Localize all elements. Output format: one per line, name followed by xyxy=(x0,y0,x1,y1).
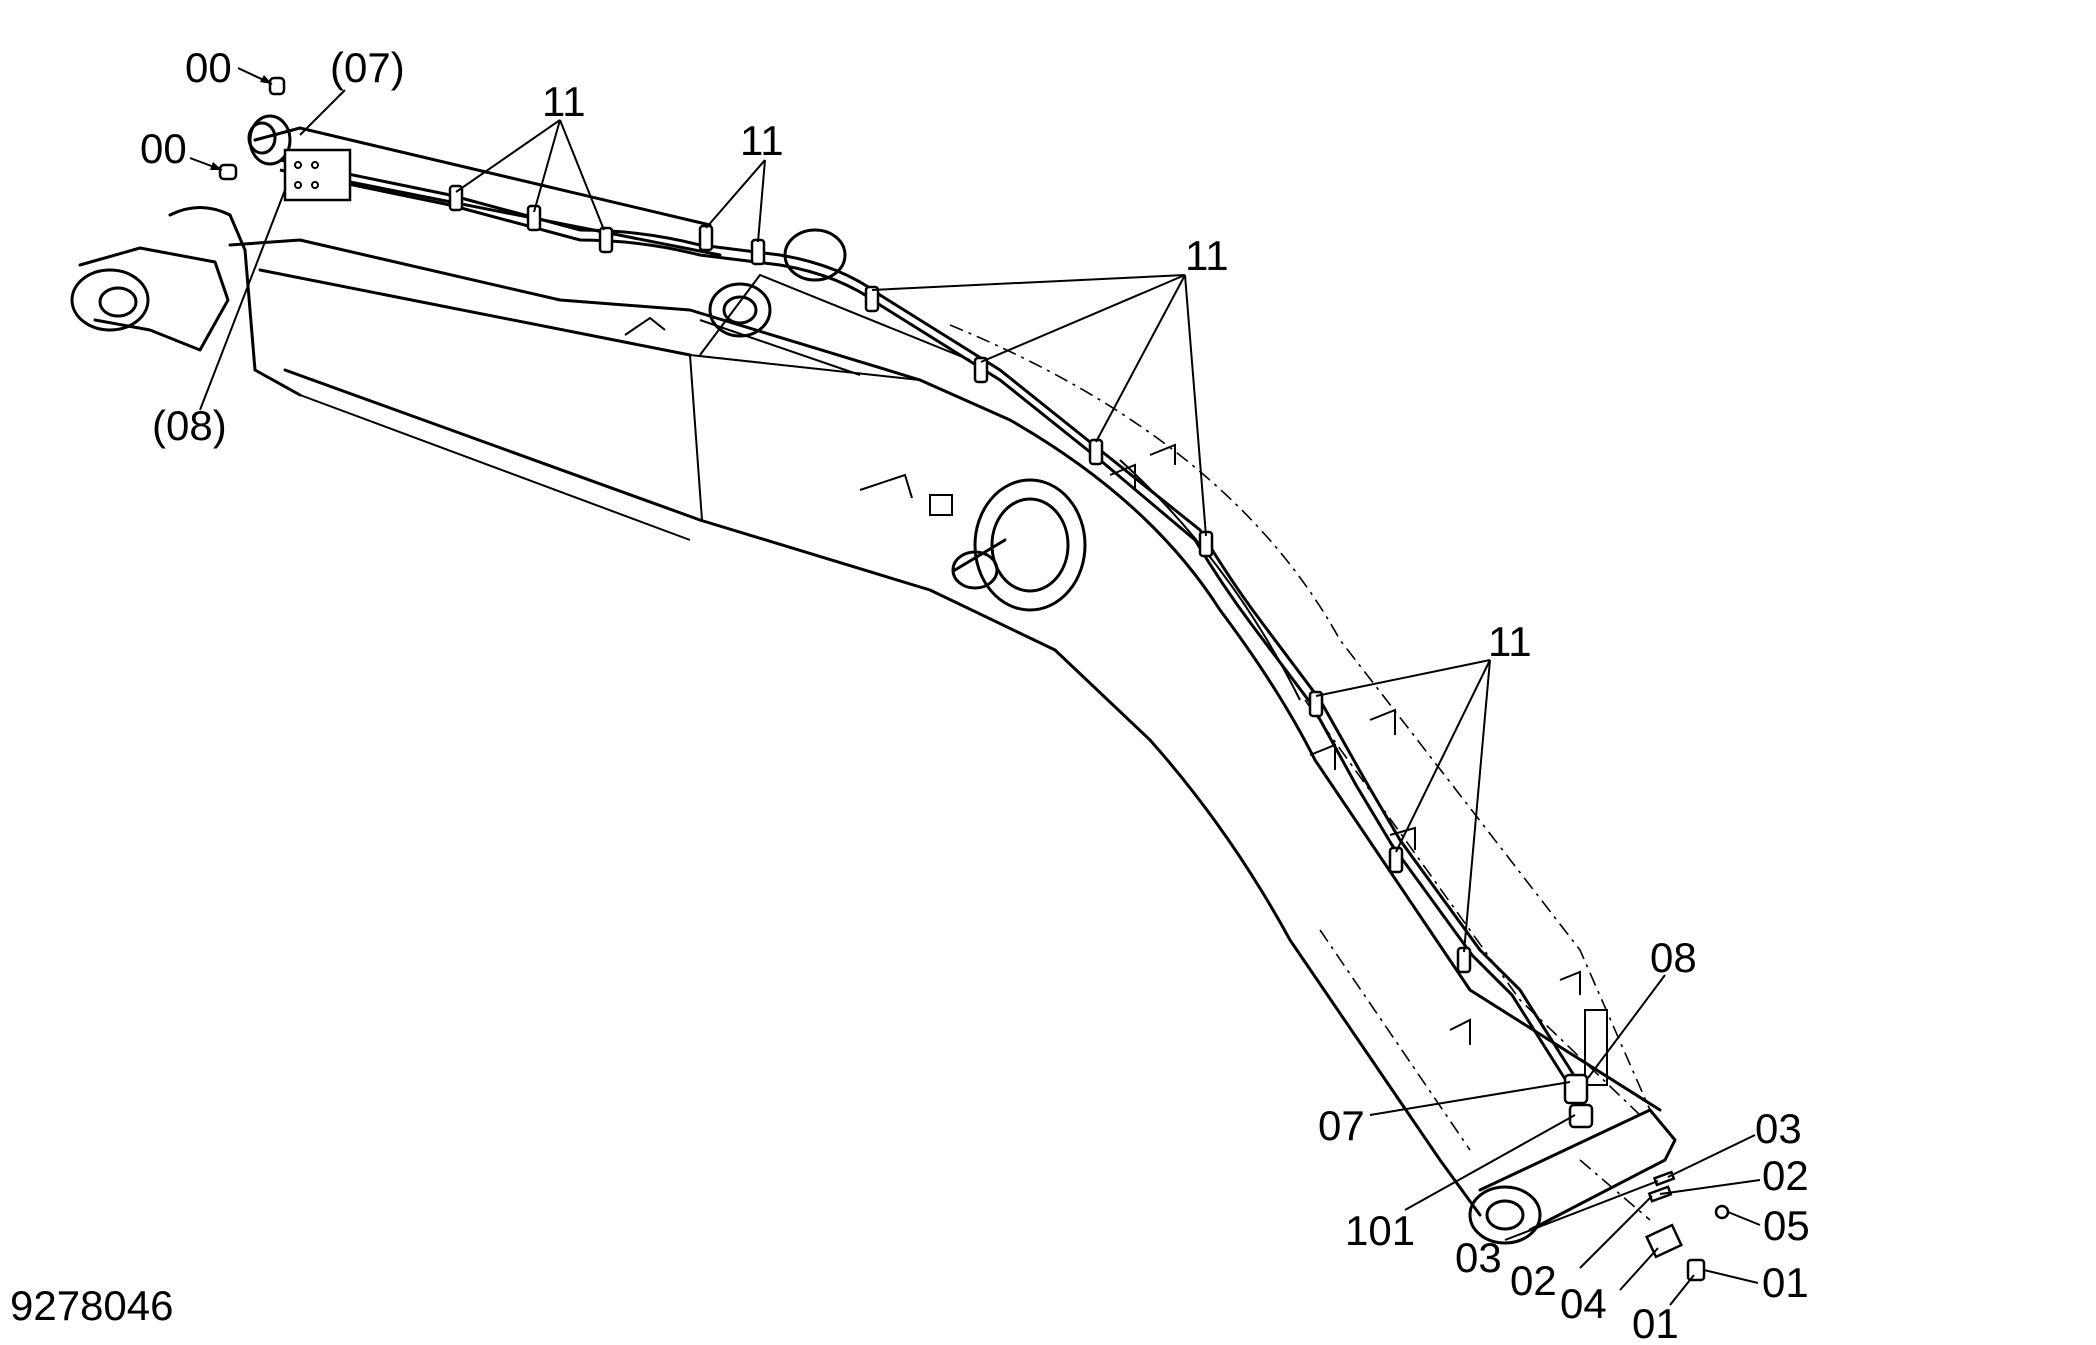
callout-07-ref: (07) xyxy=(330,44,405,91)
grease-fitting-top xyxy=(268,76,286,96)
hose-assembly xyxy=(218,76,1594,1129)
callout-labels: 00 (07) 00 (08) 11 11 11 11 08 07 101 03… xyxy=(140,44,1810,1345)
callout-11-c: 11 xyxy=(1185,232,1229,279)
callout-01-lower: 01 xyxy=(1632,1300,1679,1345)
callout-08-ref: (08) xyxy=(152,402,227,449)
tip-hardware xyxy=(1645,1170,1730,1282)
callout-00-top: 00 xyxy=(185,44,232,91)
callout-00-side: 00 xyxy=(140,125,187,172)
callout-11-a: 11 xyxy=(542,78,586,125)
callout-07-tip: 07 xyxy=(1318,1102,1365,1149)
junction-block xyxy=(283,148,352,202)
callout-01-right: 01 xyxy=(1762,1259,1809,1306)
callout-11-b: 11 xyxy=(740,117,784,164)
leader-lines xyxy=(189,67,1761,1306)
plate-04 xyxy=(1645,1223,1683,1259)
callout-03-upper: 03 xyxy=(1755,1105,1802,1152)
callout-08-tip: 08 xyxy=(1650,934,1697,981)
boom-tip-pin-boss xyxy=(1468,1185,1542,1245)
callout-04: 04 xyxy=(1560,1280,1607,1327)
arm-cylinder-bracket xyxy=(708,282,772,338)
clip-brackets xyxy=(1109,443,1608,1086)
grease-fitting-side xyxy=(218,163,238,181)
callout-11-d: 11 xyxy=(1488,618,1532,665)
boom-body xyxy=(70,114,1677,1245)
boom-foot-pin-boss xyxy=(70,268,150,332)
callout-03-lower: 03 xyxy=(1455,1234,1502,1281)
bolt-01 xyxy=(1686,1258,1706,1282)
shim-03 xyxy=(1652,1170,1676,1187)
callout-101: 101 xyxy=(1345,1207,1415,1254)
tip-connector xyxy=(1563,1073,1589,1105)
cylinder-pin-boss xyxy=(973,478,1087,612)
washer-05 xyxy=(1714,1204,1730,1220)
drawing-number: 9278046 xyxy=(10,1282,174,1329)
callout-02-upper: 02 xyxy=(1762,1152,1809,1199)
callout-05: 05 xyxy=(1763,1202,1810,1249)
hose-clamp-group xyxy=(448,184,1472,974)
callout-02-lower: 02 xyxy=(1510,1257,1557,1304)
